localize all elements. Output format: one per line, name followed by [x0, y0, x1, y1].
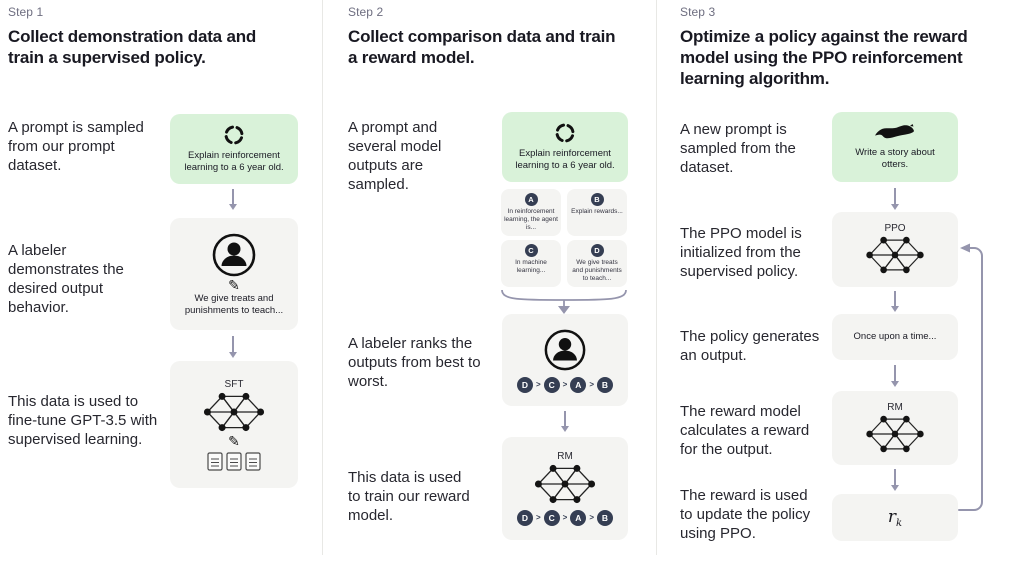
- ranking-badge: B: [597, 510, 613, 526]
- column-divider: [322, 0, 323, 555]
- policy-output-box: Once upon a time...: [832, 314, 958, 360]
- ranking-badge: D: [516, 376, 533, 393]
- row-text: A new prompt is sampled from the dataset…: [680, 121, 796, 176]
- row-text: This data is used to train our reward mo…: [348, 469, 470, 524]
- rm-box: RM: [502, 437, 628, 540]
- ranking-badge: C: [543, 510, 560, 526]
- prompt-caption: Explain reinforcement learning to a 6 ye…: [184, 150, 284, 173]
- labeler-rank-box: D > C > A > B: [502, 314, 628, 406]
- row-text: A labeler demonstrates the desired outpu…: [8, 242, 124, 316]
- output-text: In machine learning...: [515, 259, 547, 274]
- prompt-box: Explain reinforcement learning to a 6 ye…: [170, 114, 298, 184]
- step-label: Step 3: [680, 5, 716, 19]
- otter-icon: [873, 123, 917, 143]
- ranking-badge: D: [516, 510, 533, 526]
- ranking-row: D > C > A > B: [516, 376, 613, 393]
- reward-box: rk: [832, 494, 958, 541]
- model-label: SFT: [224, 378, 244, 390]
- pencil-icon: ✎: [228, 432, 240, 449]
- feedback-arrow-icon: [956, 240, 990, 520]
- output-text: We give treats and punishments to teach.…: [572, 259, 622, 282]
- rm-box: RM: [832, 391, 958, 465]
- prompt-caption: Explain reinforcement learning to a 6 ye…: [515, 148, 615, 171]
- labeler-box: ✎ We give treats and punishments to teac…: [170, 218, 298, 330]
- output-text: Explain rewards...: [571, 208, 623, 215]
- ranking-badge: B: [597, 376, 613, 393]
- reward-formula: rk: [887, 506, 903, 529]
- output-box-c: C In machine learning...: [501, 240, 561, 287]
- step-label: Step 2: [348, 5, 384, 19]
- rank-separator: >: [589, 379, 594, 389]
- ppo-box: PPO: [832, 212, 958, 287]
- row-text: A prompt is sampled from our prompt data…: [8, 119, 144, 174]
- model-label: RM: [557, 451, 573, 462]
- model-label: RM: [887, 401, 903, 413]
- row-text: A labeler ranks the outputs from best to…: [348, 335, 481, 390]
- step-heading: Optimize a policy against the reward mod…: [680, 27, 968, 88]
- neural-network-icon: [864, 234, 926, 276]
- rank-separator: >: [562, 379, 568, 389]
- output-badge: B: [590, 193, 604, 206]
- ranking-badge: A: [570, 510, 587, 526]
- row-text: This data is used to fine-tune GPT-3.5 w…: [8, 393, 158, 448]
- prompt-box: Write a story about otters.: [832, 112, 958, 182]
- sampling-icon: [223, 124, 245, 146]
- sft-box: SFT: [170, 361, 298, 488]
- neural-network-icon: [533, 462, 597, 506]
- step-heading: Collect demonstration data and train a s…: [8, 27, 257, 67]
- model-label: PPO: [884, 223, 906, 234]
- ranking-badge: C: [543, 376, 560, 393]
- prompt-box: Explain reinforcement learning to a 6 ye…: [502, 112, 628, 182]
- step-label: Step 1: [8, 5, 44, 19]
- merge-bracket-arrow-icon: [498, 289, 630, 315]
- neural-network-icon: [864, 413, 926, 455]
- output-caption: Once upon a time...: [853, 331, 937, 342]
- documents-icon: [207, 451, 261, 471]
- row-text: The policy generates an output.: [680, 328, 820, 364]
- output-box-b: B Explain rewards...: [567, 189, 627, 236]
- rank-separator: >: [589, 513, 594, 522]
- pencil-icon: ✎: [228, 276, 240, 293]
- ranking-row: D > C > A > B: [516, 510, 613, 526]
- column-divider: [656, 0, 657, 555]
- labeler-icon: [211, 232, 257, 278]
- row-text: The reward is used to update the policy …: [680, 487, 811, 542]
- ranking-badge: A: [570, 376, 587, 393]
- row-text: The reward model calculates a reward for…: [680, 403, 810, 458]
- step-heading: Collect comparison data and train a rewa…: [348, 27, 616, 67]
- output-badge: D: [590, 244, 604, 257]
- output-badge: C: [524, 244, 538, 257]
- row-text: The PPO model is initialized from the su…: [680, 225, 802, 280]
- down-arrow-icon: [890, 188, 899, 210]
- output-badge: A: [524, 193, 538, 206]
- prompt-caption: Write a story about otters.: [855, 147, 935, 170]
- output-text: In reinforcement learning, the agent is.…: [504, 208, 558, 231]
- down-arrow-icon: [560, 411, 569, 432]
- labeler-icon: [543, 328, 587, 372]
- row-text: A prompt and several model outputs are s…: [348, 119, 442, 193]
- output-box-d: D We give treats and punishments to teac…: [567, 240, 627, 287]
- down-arrow-icon: [890, 291, 899, 312]
- rank-separator: >: [535, 513, 541, 522]
- sampling-icon: [554, 122, 576, 144]
- down-arrow-icon: [890, 365, 899, 387]
- down-arrow-icon: [890, 469, 899, 491]
- down-arrow-icon: [228, 336, 237, 358]
- rank-separator: >: [562, 513, 568, 522]
- labeler-caption: We give treats and punishments to teach.…: [184, 292, 284, 316]
- neural-network-icon: [202, 390, 266, 434]
- down-arrow-icon: [228, 189, 237, 210]
- rank-separator: >: [535, 379, 541, 389]
- output-box-a: A In reinforcement learning, the agent i…: [501, 189, 561, 236]
